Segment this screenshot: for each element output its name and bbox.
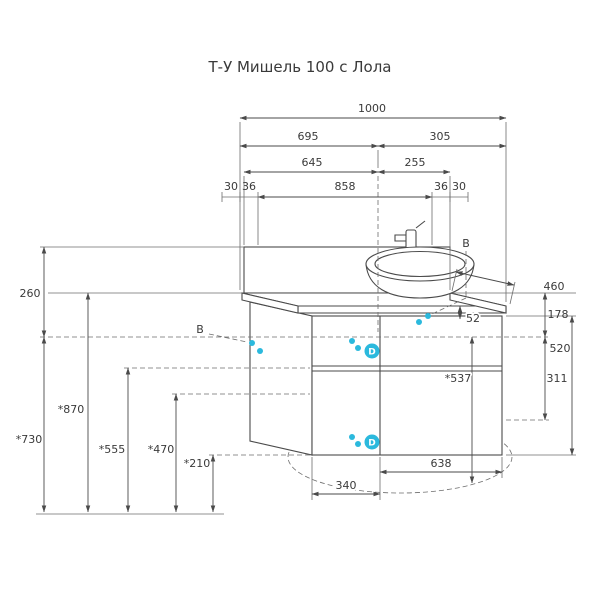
mount-point-dot xyxy=(355,441,361,447)
dim-label-260: 260 xyxy=(20,287,41,300)
dim-label-255: 255 xyxy=(405,156,426,169)
dim-label-340: 340 xyxy=(336,479,357,492)
dim-label-30-right: 30 xyxy=(452,180,466,193)
dim-label-311: 311 xyxy=(547,372,568,385)
dim-mounting-row: 30 36 858 36 30 xyxy=(222,180,468,202)
mount-point-dot xyxy=(349,338,355,344)
mount-point-dot xyxy=(355,345,361,351)
dim-label-305: 305 xyxy=(430,130,451,143)
sink-rim-inner xyxy=(374,250,466,278)
dim-label-1000: 1000 xyxy=(358,102,386,115)
dim-total-width: 1000 xyxy=(239,102,507,121)
countertop-right-end xyxy=(449,292,507,314)
drawing-title: Т-У Мишель 100 с Лола xyxy=(208,58,392,76)
dim-label-52: 52 xyxy=(466,312,480,325)
dim-label-210: *210 xyxy=(184,457,211,470)
mount-point-dot xyxy=(349,434,355,440)
mount-point-dot xyxy=(416,319,422,325)
dim-label-470: *470 xyxy=(148,443,175,456)
dim-label-537: *537 xyxy=(445,372,472,385)
water-supply-label-right: B xyxy=(462,237,470,250)
dim-label-36-left: 36 xyxy=(242,180,256,193)
dim-label-858: 858 xyxy=(335,180,356,193)
vessel-sink xyxy=(365,246,475,299)
water-supply-markers: B B xyxy=(196,237,470,343)
faucet-handle xyxy=(415,220,426,229)
mount-point-dot xyxy=(249,340,255,346)
dim-span-left-right: 695 305 xyxy=(239,130,507,149)
dim-bottom: 638 340 xyxy=(311,455,503,497)
dim-label-870: *870 xyxy=(58,403,85,416)
extension-lines xyxy=(36,122,576,515)
faucet-spout xyxy=(394,234,406,242)
mount-point-dot xyxy=(425,313,431,319)
dim-label-520: 520 xyxy=(550,342,571,355)
drain-letter-lower: D xyxy=(368,439,375,449)
dim-label-645: 645 xyxy=(302,156,323,169)
dim-inner-spans: 645 255 xyxy=(243,156,451,175)
dim-label-36-right: 36 xyxy=(434,180,448,193)
drain-letter-upper: D xyxy=(368,348,375,358)
dim-label-30-left: 30 xyxy=(224,180,238,193)
dim-right-column: 460 52 178 311 520 *537 xyxy=(443,271,575,484)
water-supply-label-left: B xyxy=(196,323,204,336)
dim-label-638: 638 xyxy=(431,457,452,470)
dim-label-730: *730 xyxy=(16,433,43,446)
dim-label-555: *555 xyxy=(99,443,126,456)
dim-label-695: 695 xyxy=(298,130,319,143)
dim-left-column: 260 *730 *870 *555 *470 *210 xyxy=(16,246,216,513)
drain-marker-lower xyxy=(364,434,380,450)
sink-rim-outer xyxy=(365,246,475,282)
mount-point-dot xyxy=(257,348,263,354)
drain-marker-upper xyxy=(364,343,380,359)
drain-markers: D D xyxy=(249,313,431,450)
dim-label-460: 460 xyxy=(544,280,565,293)
cabinet-side-panel xyxy=(249,301,313,456)
dim-label-178: 178 xyxy=(548,308,569,321)
countertop-left-end xyxy=(241,292,299,314)
